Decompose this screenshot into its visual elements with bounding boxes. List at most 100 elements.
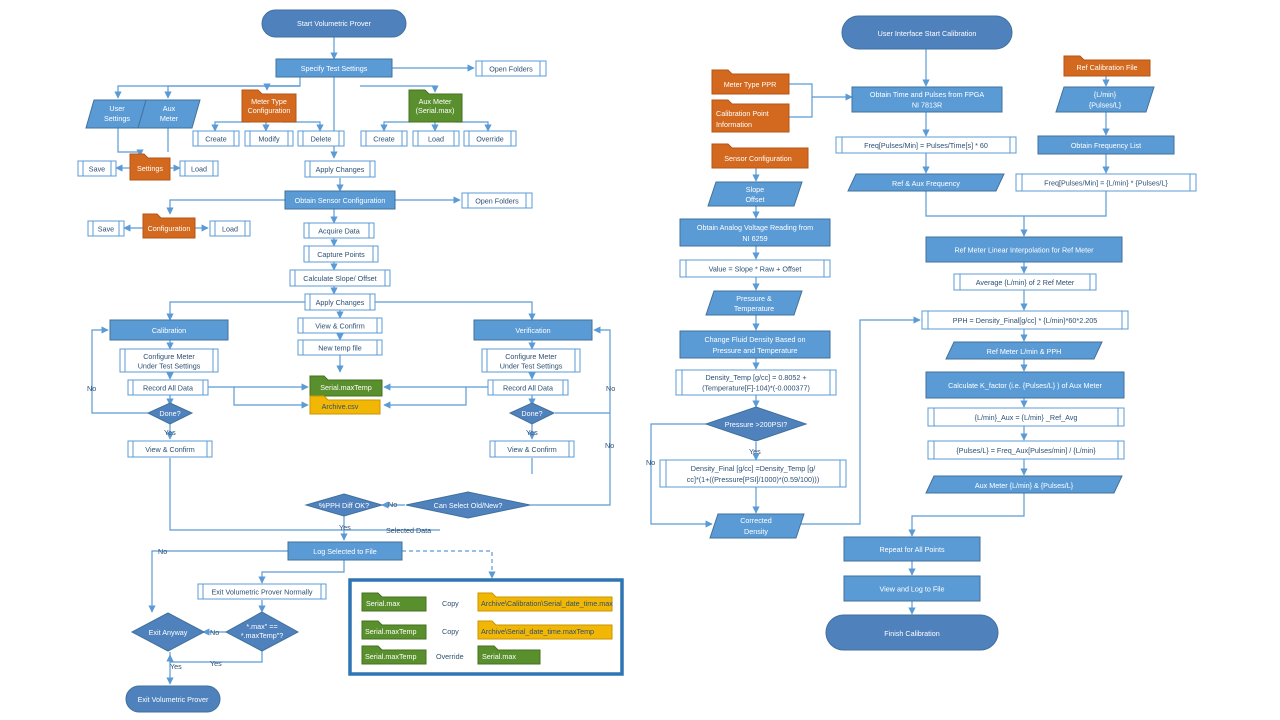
- load-aux-label: Load: [428, 135, 444, 144]
- apply-changes-1-label: Apply Changes: [316, 165, 365, 174]
- override-label: Override: [476, 135, 504, 144]
- load-1-label: Load: [191, 165, 207, 174]
- no-cal-label: No: [87, 384, 96, 393]
- open-folders-1-label: Open Folders: [489, 65, 533, 74]
- change-density-process: Change Fluid Density Based on Pressure a…: [679, 330, 831, 359]
- configure-meter-ver-subprocess: Configure Meter Under Test Settings: [481, 348, 581, 373]
- serial-maxtemp-label: Serial.maxTemp: [320, 383, 372, 392]
- settings-label: Settings: [137, 164, 163, 173]
- legend-row-3-source: Serial.maxTemp: [365, 652, 417, 661]
- create-1-label: Create: [205, 135, 227, 144]
- pressure-check-decision: Pressure >200PSI?: [704, 406, 808, 442]
- exit-anyway-decision: Exit Anyway: [130, 612, 206, 652]
- aux-meter-lmin-label: Aux Meter {L/min} & {Pulses/L}: [975, 481, 1074, 490]
- obtain-time-pulses-label-1: Obtain Time and Pulses from FPGA: [870, 90, 984, 99]
- sensor-configuration-label: Sensor Configuration: [724, 154, 792, 163]
- user-settings-label-1: User: [109, 104, 125, 113]
- modify-label: Modify: [258, 135, 280, 144]
- obtain-analog-process: Obtain Analog Voltage Reading from NI 62…: [679, 218, 831, 247]
- yes-pressure-label: Yes: [749, 447, 761, 456]
- flowchart-shapes: Start Volumetric Prover Specify Test Set…: [77, 9, 1197, 713]
- capture-points-subprocess: Capture Points: [303, 245, 379, 263]
- no-select-label: No: [605, 441, 614, 450]
- obtain-sensor-config-label: Obtain Sensor Configuration: [295, 196, 386, 205]
- legend-row-2-action: Copy: [442, 627, 459, 636]
- yes-pph-label: Yes: [339, 523, 351, 532]
- exit-normally-subprocess: Exit Volumetric Prover Normally: [197, 583, 327, 600]
- no-ver-label: No: [606, 384, 615, 393]
- value-formula-subprocess: Value = Slope * Raw + Offset: [679, 259, 831, 278]
- exit-normally-label: Exit Volumetric Prover Normally: [211, 588, 312, 597]
- slope-offset-data: Slope Offset: [707, 181, 803, 207]
- pressure-check-label: Pressure >200PSI?: [725, 420, 788, 429]
- archive-csv-file: Archive.csv: [309, 395, 381, 415]
- meter-type-config-label-1: Meter Type: [251, 97, 287, 106]
- save-2-subprocess: Save: [87, 220, 125, 237]
- max-compare-decision: *.max" == *.maxTemp"?: [224, 611, 300, 652]
- save-1-subprocess: Save: [77, 160, 117, 177]
- slope-offset-label-2: Offset: [745, 195, 764, 204]
- average-lmin-label: Average {L/min} of 2 Ref Meter: [976, 278, 1075, 287]
- meter-type-ppr-folder: Meter Type PPR: [711, 69, 790, 95]
- legend-row-3-action: Override: [436, 652, 464, 661]
- pph-formula-subprocess: PPH = Density_Final[g/cc] * {L/min}*60*2…: [921, 310, 1129, 330]
- density-temp-label-2: (Temperature[F]-104)*(-0.000377): [702, 384, 810, 393]
- override-subprocess: Override: [463, 130, 517, 147]
- lmin-aux-subprocess: {L/min}_Aux = {L/min} _Ref_Avg: [927, 407, 1125, 427]
- legend-row-2-target: Archive\Serial_date_time.maxTemp: [481, 627, 594, 636]
- obtain-analog-label-2: NI 6259: [742, 234, 767, 243]
- calibration-process: Calibration: [109, 319, 229, 341]
- log-selected-process: Log Selected to File: [287, 541, 403, 561]
- density-final-subprocess: Density_Final [g/cc] =Density_Temp [g/ c…: [659, 459, 847, 488]
- calculate-slope-subprocess: Calculate Slope/ Offset: [289, 269, 391, 287]
- calculate-slope-label: Calculate Slope/ Offset: [303, 274, 376, 283]
- archive-csv-label: Archive.csv: [322, 402, 359, 411]
- settings-folder: Settings: [129, 153, 171, 181]
- done-ver-decision: Done?: [508, 402, 556, 425]
- pph-formula-label: PPH = Density_Final[g/cc] * {L/min}*60*2…: [953, 316, 1097, 325]
- delete-subprocess: Delete: [297, 130, 345, 147]
- save-2-label: Save: [98, 225, 114, 234]
- ref-cal-file-label: Ref Calibration File: [1076, 63, 1137, 72]
- log-selected-label: Log Selected to File: [313, 547, 377, 556]
- yes-cal-label: Yes: [164, 428, 176, 437]
- pressure-temp-data: Pressure & Temperature: [705, 290, 803, 316]
- yes-anyway-label: Yes: [170, 662, 182, 671]
- obtain-sensor-config-process: Obtain Sensor Configuration: [284, 190, 396, 210]
- verification-process: Verification: [473, 319, 593, 341]
- serial-maxtemp-file: Serial.maxTemp: [309, 375, 383, 397]
- save-1-label: Save: [89, 165, 105, 174]
- finish-calibration-label: Finish Calibration: [884, 629, 940, 638]
- start-volumetric-prover-label: Start Volumetric Prover: [297, 19, 372, 28]
- done-ver-label: Done?: [521, 409, 542, 418]
- repeat-all-process: Repeat for All Points: [843, 536, 981, 562]
- meter-type-config-label-2: Configuration: [248, 106, 291, 115]
- legend-row-2: Serial.maxTemp Copy Archive\Serial_date_…: [361, 620, 613, 640]
- can-select-decision: Can Select Old/New?: [405, 491, 531, 519]
- view-log-process: View and Log to File: [843, 575, 981, 602]
- configuration-label: Configuration: [148, 224, 191, 233]
- pph-diff-decision: %PPH Diff OK?: [304, 493, 384, 517]
- record-all-data-cal-label: Record All Data: [143, 384, 193, 393]
- aux-meter-label-2: Meter: [160, 114, 179, 123]
- finish-calibration-terminator: Finish Calibration: [825, 614, 999, 651]
- aux-meter-serialmax-folder: Aux Meter (Serial.max): [408, 89, 463, 123]
- pulses-l-label: {Pulses/L} = Freq_Aux[Pulses/min] / {L/m…: [956, 446, 1096, 455]
- legend-row-1-action: Copy: [442, 599, 459, 608]
- aux-meter-lmin-data: Aux Meter {L/min} & {Pulses/L}: [925, 475, 1123, 494]
- record-all-data-ver-subprocess: Record All Data: [487, 379, 569, 396]
- obtain-time-pulses-process: Obtain Time and Pulses from FPGA NI 7813…: [851, 86, 1003, 113]
- modify-subprocess: Modify: [244, 130, 294, 147]
- legend-row-1-source: Serial.max: [366, 599, 400, 608]
- legend-row-2-source: Serial.maxTemp: [365, 627, 417, 636]
- legend-row-3-target: Serial.max: [482, 652, 516, 661]
- open-folders-2-label: Open Folders: [475, 197, 519, 206]
- record-all-data-ver-label: Record All Data: [503, 384, 553, 393]
- create-1-subprocess: Create: [192, 130, 240, 147]
- open-folders-1-subprocess: Open Folders: [475, 60, 547, 77]
- ref-cal-file-folder: Ref Calibration File: [1063, 55, 1151, 77]
- view-confirm-1-label: View & Confirm: [315, 322, 364, 331]
- aux-meter-label-1: Aux: [163, 104, 176, 113]
- legend-row-1-target: Archive\Calibration\Serial_date_time.max: [481, 599, 613, 608]
- configure-meter-cal-label-1: Configure Meter: [143, 352, 195, 361]
